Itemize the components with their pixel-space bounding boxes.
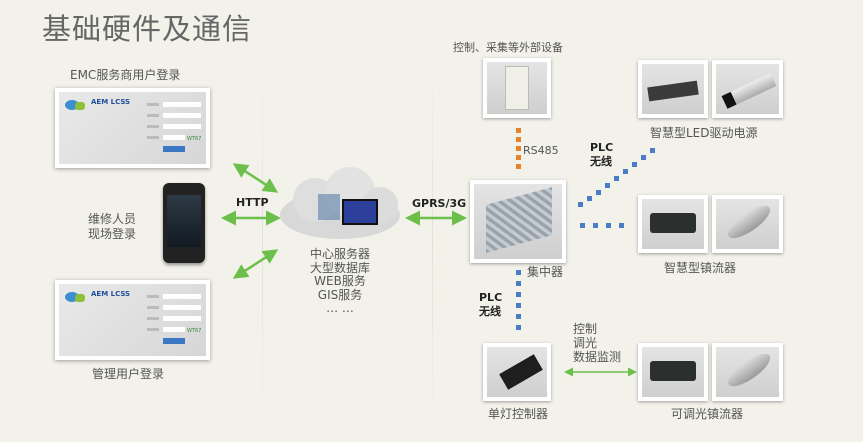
led-driver-label: 智慧型LED驱动电源 — [650, 126, 758, 140]
concentrator-label: 集中器 — [527, 265, 564, 279]
login-brand: AEM LCSS — [91, 290, 131, 298]
dimmable-ballast-image — [638, 343, 708, 401]
single-controller-label: 单灯控制器 — [488, 407, 549, 421]
server-description: 中心服务器 大型数据库 WEB服务 GIS服务 … … — [300, 247, 380, 316]
arrow-admin-cloud — [232, 249, 279, 279]
phone-image — [163, 183, 205, 263]
led-lamp-image — [712, 60, 783, 118]
led-driver-image — [638, 60, 708, 118]
control-label: 控制 — [573, 322, 598, 336]
arrow-emc-cloud — [232, 163, 279, 193]
maintenance-label: 现场登录 — [88, 227, 137, 241]
wireless-label: 无线 — [479, 305, 501, 318]
meter-image — [483, 58, 551, 118]
page-title: 基础硬件及通信 — [42, 12, 253, 46]
cloud-icon — [280, 167, 400, 239]
dimming-label: 调光 — [573, 336, 598, 350]
external-devices-label: 控制、采集等外部设备 — [453, 41, 563, 54]
ballast-image — [638, 195, 708, 253]
wireless-label: 无线 — [590, 155, 612, 168]
street-lamp-image — [712, 195, 783, 253]
concentrator-image — [470, 180, 566, 263]
data-monitoring-label: 数据监测 — [573, 350, 622, 364]
server-line: WEB服务 — [314, 274, 366, 288]
server-line: GIS服务 — [317, 287, 363, 302]
http-label: HTTP — [236, 196, 269, 209]
login-code: WT67 — [187, 328, 202, 334]
street-lamp-image — [712, 343, 783, 401]
admin-login-screenshot: AEM LCSS WT67 — [55, 280, 210, 360]
divider — [262, 60, 263, 430]
login-code: WT67 — [187, 136, 202, 142]
maintenance-label: 维修人员 — [88, 212, 137, 226]
plc-label: PLC — [479, 291, 503, 304]
admin-login-label: 管理用户登录 — [92, 367, 165, 381]
dimmable-ballast-label: 可调光镇流器 — [671, 407, 744, 421]
plc-label: PLC — [590, 141, 614, 154]
server-line: 中心服务器 — [309, 247, 370, 261]
divider — [432, 60, 433, 430]
gprs-label: GPRS/3G — [412, 197, 467, 210]
single-controller-image — [483, 343, 551, 401]
emc-login-label: EMC服务商用户登录 — [70, 68, 181, 82]
login-brand: AEM LCSS — [91, 98, 131, 106]
server-line: … … — [326, 301, 354, 315]
emc-login-screenshot: AEM LCSS WT67 — [55, 88, 210, 168]
ballast-label: 智慧型镇流器 — [664, 261, 737, 275]
server-line: 大型数据库 — [309, 260, 370, 275]
rs485-label: RS485 — [523, 144, 559, 157]
